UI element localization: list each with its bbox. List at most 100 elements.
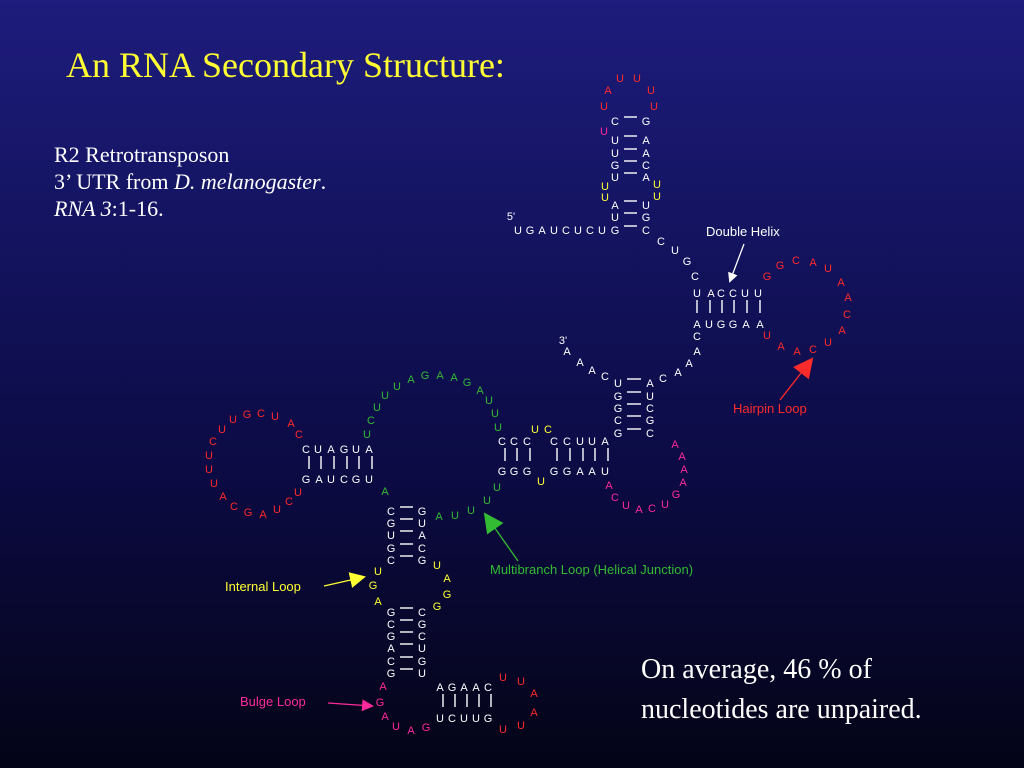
nucleotide: C [295,429,303,441]
footnote-line-1: On average, 46 % of [641,654,872,685]
nucleotide: C [418,607,426,619]
nucleotide: U [653,179,661,191]
citation-line-3: RNA 3:1-16. [54,195,326,222]
nucleotide: U [365,474,373,486]
nucleotide: C [717,288,725,300]
nucleotide: C [646,428,654,440]
nucleotide: A [315,474,323,486]
nucleotide: G [611,160,620,172]
nucleotide: U [499,724,507,736]
nucleotide: A [374,596,382,608]
nucleotide: A [635,504,643,516]
nucleotide: U [485,395,493,407]
nucleotide: A [436,370,444,382]
nucleotide: A [674,367,682,379]
nucleotide: A [693,346,701,358]
nucleotide: G [717,319,726,331]
nucleotide: U [763,330,771,342]
nucleotide: U [205,464,213,476]
double-helix-arrow [728,243,745,283]
nucleotide: A [809,257,817,269]
nucleotide: U [576,436,584,448]
nucleotide: U [352,444,360,456]
nucleotide: U [218,424,226,436]
nucleotide: G [646,415,655,427]
nucleotide: G [448,682,457,694]
nucleotide: A [605,480,613,492]
nucleotide: G [418,619,427,631]
nucleotide: G [550,466,559,478]
nucleotide: G [563,466,572,478]
citation-line-1: R2 Retrotransposon [54,142,230,167]
nucleotide: U [499,672,507,684]
nucleotide: A [837,277,845,289]
nucleotide: G [484,713,493,725]
citation-suffix: . [320,169,327,194]
nucleotide: A [742,319,750,331]
nucleotide: U [574,225,582,237]
nucleotide: U [514,225,522,237]
nucleotide: C [387,656,395,668]
nucleotide: U [611,212,619,224]
nucleotide: U [633,73,641,85]
nucleotide: U [451,510,459,522]
internal-loop-arrow [323,572,366,588]
nucleotide: A [365,444,373,456]
nucleotide: G [376,697,385,709]
nucleotide: U [467,505,475,517]
citation: R2 Retrotransposon 3’ UTR from D. melano… [54,141,326,222]
nucleotide: U [493,482,501,494]
double-helix-callout: Double Helix [706,224,780,283]
nucleotide: U [418,668,426,680]
nucleotide: C [498,436,506,448]
nucleotide: A [576,357,584,369]
nucleotide: A [642,172,650,184]
five-prime-label: 5' [507,211,515,223]
nucleotide: U [271,411,279,423]
nucleotide: C [230,501,238,513]
nucleotide: G [463,377,472,389]
hairpin-loop-callout: Hairpin Loop [733,357,814,416]
nucleotide: U [601,192,609,204]
nucleotide: A [407,374,415,386]
multibranch-loop-arrow [483,512,519,562]
nucleotide: G [614,403,623,415]
nucleotide: C [523,436,531,448]
nucleotide: A [642,135,650,147]
nucleotide: G [422,722,431,734]
nucleotide: U [611,135,619,147]
unpaired-statistic: On average, 46 % of nucleotides are unpa… [641,650,922,730]
nucleotide: C [418,631,426,643]
nucleotide: G [352,474,361,486]
nucleotide: U [600,126,608,138]
nucleotide: C [642,160,650,172]
nucleotide: C [792,255,800,267]
nucleotide: C [614,415,622,427]
nucleotide: U [314,444,322,456]
nucleotide: A [601,436,609,448]
nucleotide: C [563,436,571,448]
nucleotide: C [209,436,217,448]
nucleotide: C [642,225,650,237]
species-name: D. melanogaster [173,169,321,194]
nucleotide: C [601,371,609,383]
nucleotide: G [611,225,620,237]
nucleotide: U [611,172,619,184]
nucleotide: U [705,319,713,331]
nucleotide: A [530,707,538,719]
nucleotide: A [472,682,480,694]
nucleotide: U [653,191,661,203]
bulge-loop-arrow [327,699,374,712]
nucleotide: U [294,487,302,499]
nucleotide: U [661,499,669,511]
nucleotide: C [387,506,395,518]
nucleotide: U [741,288,749,300]
nucleotide: A [418,530,426,542]
nucleotide: U [614,378,622,390]
three-prime-label: 3' [559,335,567,347]
nucleotide: U [491,408,499,420]
nucleotide: C [302,444,310,456]
nucleotide: A [756,319,764,331]
nucleotide: U [600,101,608,113]
